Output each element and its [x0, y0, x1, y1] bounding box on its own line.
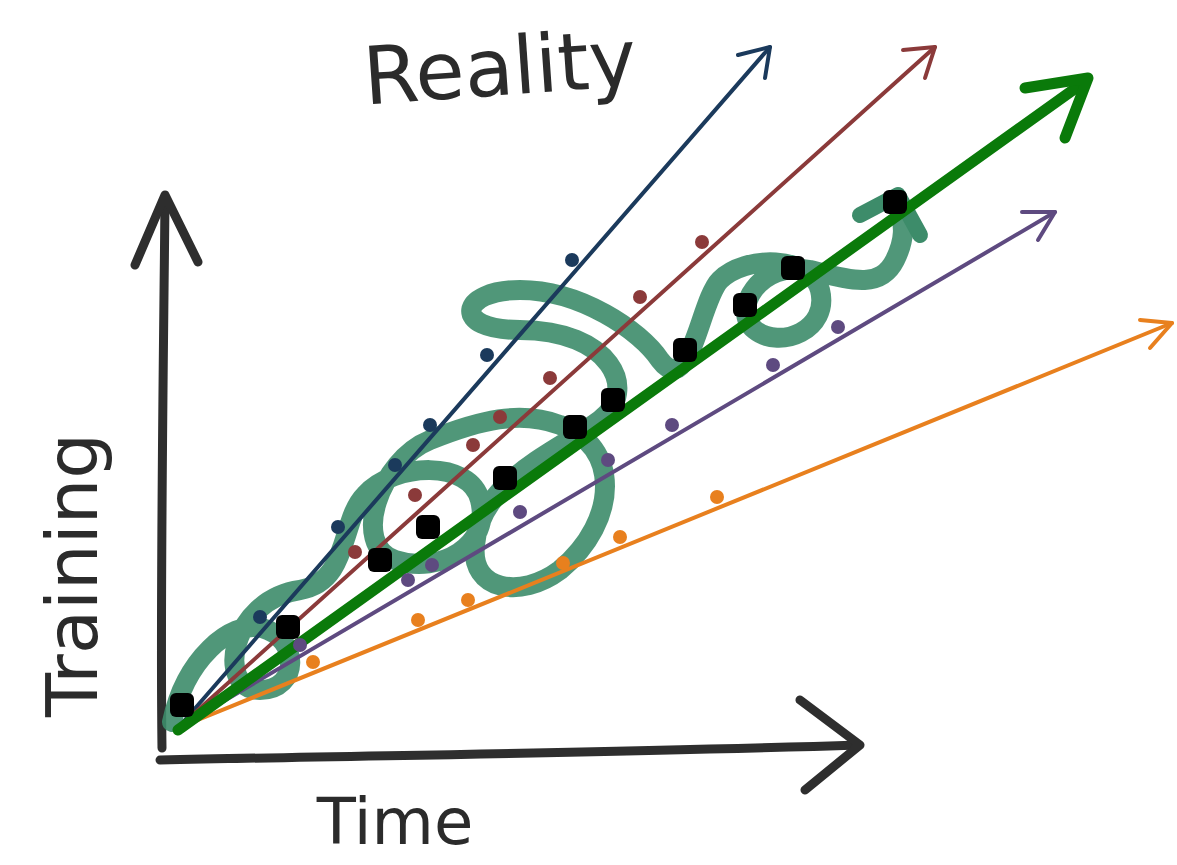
observation-squares	[170, 190, 907, 717]
chart-title-label: Reality	[361, 19, 639, 118]
y-axis-label: Training	[36, 433, 108, 717]
purple-dots	[293, 320, 845, 652]
blue-dots	[253, 253, 579, 624]
red-dots	[348, 235, 709, 559]
trend-lines	[178, 47, 1172, 730]
orange-dots	[306, 490, 724, 669]
x-axis-label: Time	[317, 790, 474, 854]
reality-squiggle	[172, 205, 903, 722]
